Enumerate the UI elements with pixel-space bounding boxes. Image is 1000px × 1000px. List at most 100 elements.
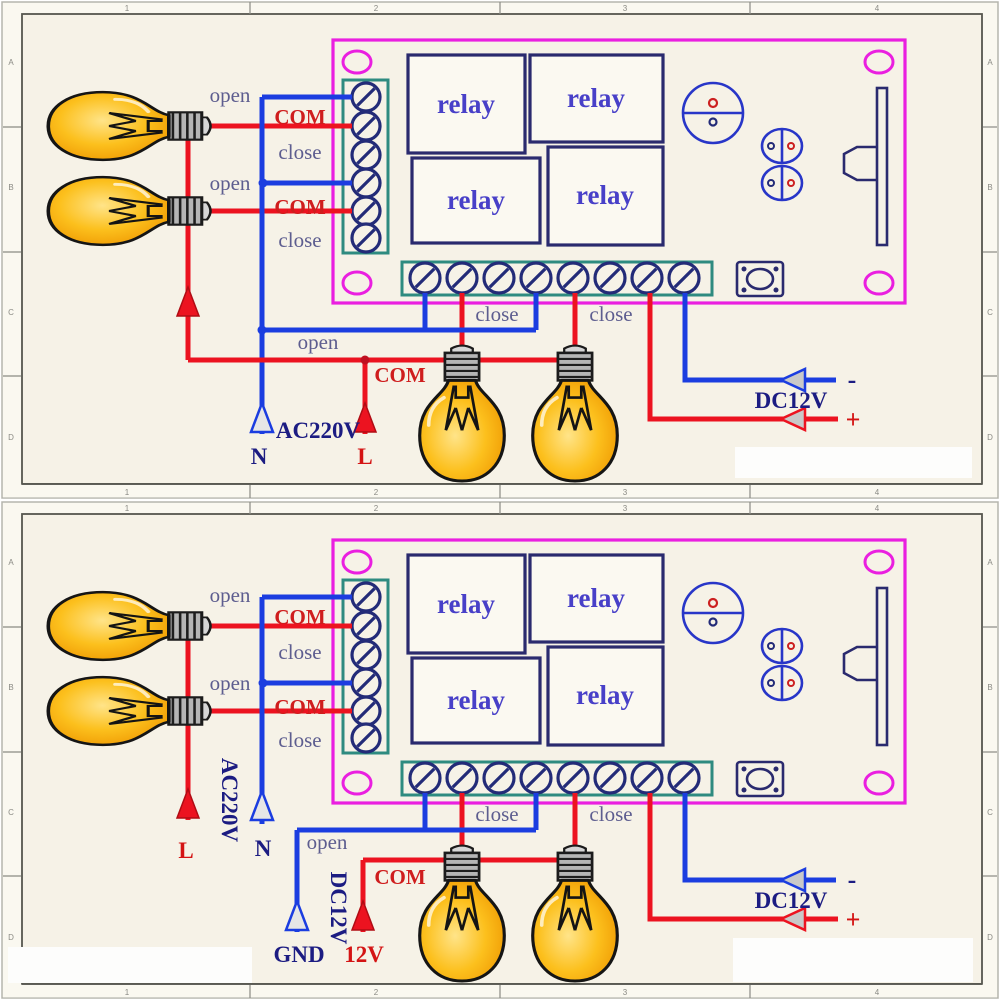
flow-arrow-up-live	[175, 786, 201, 819]
screw-terminal	[630, 761, 664, 795]
pcb-mount-hole	[863, 770, 895, 796]
frame-column-number: 1	[125, 504, 130, 513]
flow-arrow-up-live	[175, 284, 201, 317]
dc-plus-sign: +	[846, 405, 861, 434]
screw-slot	[451, 267, 473, 289]
gnd-label: GND	[273, 942, 324, 967]
screw-slot	[599, 267, 621, 289]
screw-slot	[356, 645, 376, 665]
screw-terminal	[519, 261, 553, 295]
flow-arrow-left	[777, 367, 807, 393]
screw-terminal	[350, 581, 382, 613]
relay-box	[406, 53, 527, 155]
screw-slot	[562, 267, 584, 289]
open-bus-label: open	[298, 330, 339, 354]
push-button-pin	[741, 266, 747, 272]
frame-column-number: 3	[623, 4, 628, 13]
frame-row-letter: D	[987, 933, 993, 942]
terminal-label-close-2: close	[278, 228, 321, 252]
screw-slot	[356, 87, 376, 107]
frame-row-letter: B	[987, 683, 992, 692]
frame-column-number: 4	[875, 4, 880, 13]
screw-terminal	[445, 761, 479, 795]
screw-terminal	[350, 81, 382, 113]
12v-label: 12V	[344, 942, 384, 967]
screw-terminal	[350, 139, 382, 171]
terminal-label-com-2: COM	[274, 195, 326, 219]
screw-slot	[356, 145, 376, 165]
flow-arrow-up-neutral	[249, 399, 275, 434]
relay-box	[528, 53, 665, 144]
component-pin-red	[707, 597, 719, 609]
frame-column-number: 3	[623, 988, 628, 997]
screw-terminal	[350, 222, 382, 254]
frame-column-number: 4	[875, 504, 880, 513]
screw-terminal	[408, 761, 442, 795]
wire-junction-dot	[360, 355, 370, 365]
component-pin-red	[787, 679, 795, 687]
terminal-label-com-2: COM	[274, 695, 326, 719]
frame-row-letter: C	[987, 808, 993, 817]
wiring	[210, 94, 838, 432]
frame-column-number: 4	[875, 988, 880, 997]
strip-label-close-2: close	[589, 302, 632, 326]
strip-label-close-2: close	[589, 802, 632, 826]
frame-row-letter: A	[8, 58, 14, 67]
frame-row-letter: A	[8, 558, 14, 567]
wire-dc-plus	[647, 793, 838, 922]
screw-slot	[356, 728, 376, 748]
screw-slot	[673, 267, 695, 289]
flow-arrow-up-live	[352, 400, 378, 433]
screw-slot	[356, 616, 376, 636]
frame-column-number: 3	[623, 504, 628, 513]
relay-label: relay	[437, 89, 495, 119]
screw-slot	[525, 267, 547, 289]
ac220v-label: AC220V	[276, 418, 361, 443]
screw-slot	[356, 228, 376, 248]
screw-terminal	[630, 261, 664, 295]
ac220v-label: AC220V	[217, 758, 242, 843]
component-pin-red	[707, 97, 719, 109]
flow-arrow-left	[777, 406, 807, 432]
relay-box	[406, 553, 527, 655]
white-patch	[733, 938, 973, 982]
terminal-label-close-1: close	[278, 140, 321, 164]
screw-slot	[414, 267, 436, 289]
component-pin-dark	[767, 179, 775, 187]
screw-slot	[488, 267, 510, 289]
terminal-label-open-1: open	[210, 83, 251, 107]
push-button	[735, 760, 785, 798]
component-pin-dark	[708, 117, 718, 127]
screw-terminal	[445, 261, 479, 295]
flow-arrow-left	[777, 906, 807, 932]
pcb-outline	[331, 538, 907, 805]
frame-row-letter: B	[8, 183, 13, 192]
com-bus-label: COM	[374, 865, 426, 889]
pcb-mount-hole	[341, 770, 373, 796]
frame-column-number: 2	[374, 4, 379, 13]
frame-row-letter: A	[987, 558, 993, 567]
frame-column-number: 1	[125, 488, 130, 497]
screw-terminal	[667, 761, 701, 795]
component-pin-red	[787, 142, 795, 150]
antenna-bracket	[842, 145, 877, 182]
pcb-mount-hole	[341, 549, 373, 575]
live-label: L	[357, 444, 372, 469]
screw-terminal	[519, 761, 553, 795]
pcb-outline	[331, 38, 907, 305]
frame-column-number: 1	[125, 988, 130, 997]
wire-dc-plus	[647, 293, 838, 422]
open-bus-label: open	[307, 830, 348, 854]
wiring	[210, 594, 838, 932]
push-button-cap	[745, 267, 775, 291]
screw-slot	[356, 587, 376, 607]
dc-plus-sign: +	[846, 905, 861, 934]
terminal-label-open-2: open	[210, 171, 251, 195]
dc-minus-sign: -	[848, 365, 857, 394]
relay-label: relay	[447, 185, 505, 215]
frame-row-letter: B	[8, 683, 13, 692]
terminal-label-close-2: close	[278, 728, 321, 752]
frame-row-letter: B	[987, 183, 992, 192]
